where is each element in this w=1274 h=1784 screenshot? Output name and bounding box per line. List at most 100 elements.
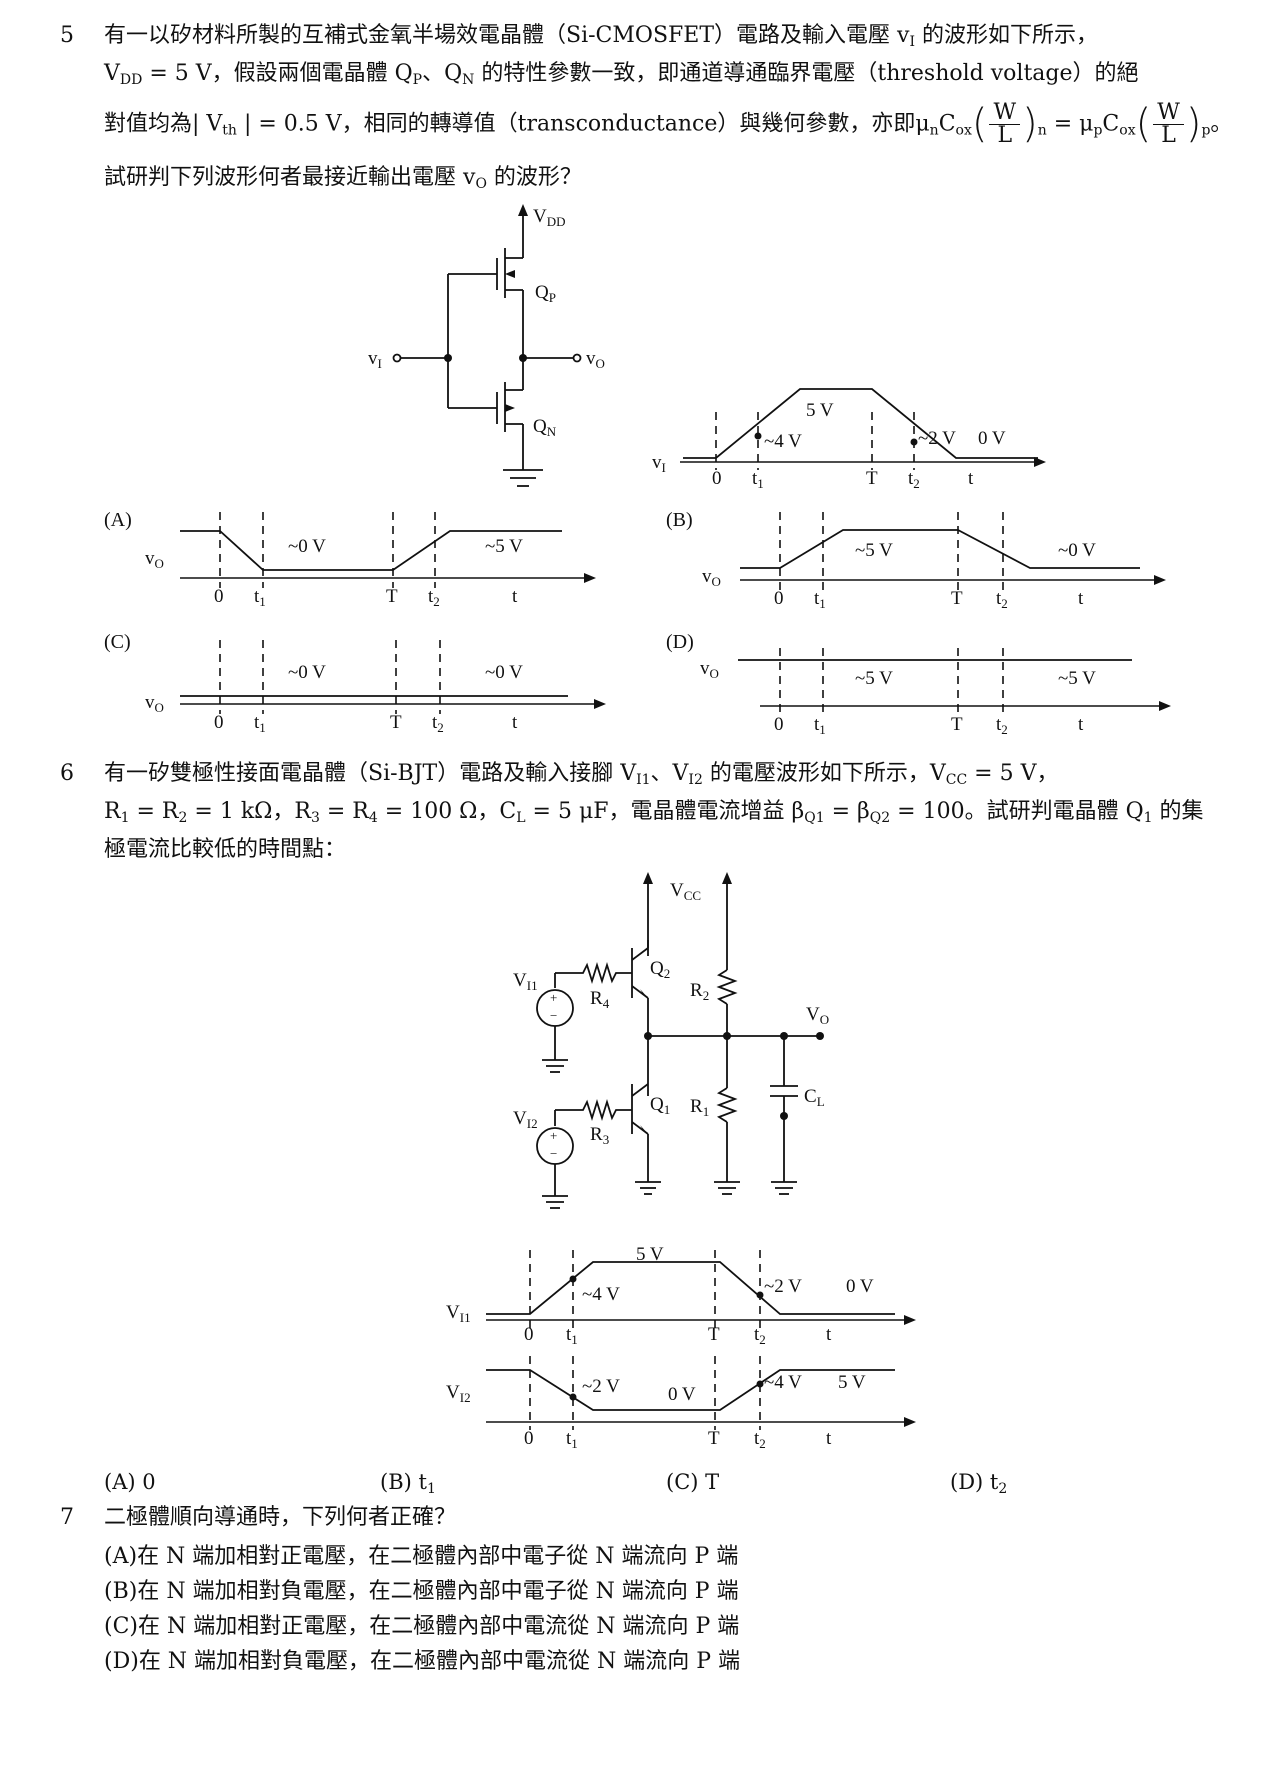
svg-text:0: 0 — [774, 714, 784, 735]
svg-text:T: T — [866, 468, 878, 489]
stem-line-2: VDD = 5 V，假設兩個電晶體 QP、QN 的特性參數一致，即通道導通臨界電… — [104, 61, 1139, 88]
svg-text:0 V: 0 V — [978, 428, 1006, 449]
svg-text:QP: QP — [535, 282, 556, 305]
question-stem: 有一矽雙極性接面電晶體（Si-BJT）電路及輸入接腳 VI1、VI2 的電壓波形… — [104, 761, 1204, 862]
svg-text:t: t — [512, 586, 518, 607]
svg-text:t1: t1 — [814, 588, 826, 611]
svg-text:VI1: VI1 — [513, 970, 538, 993]
question-stem: 有一以矽材料所製的互補式金氧半場效電晶體（Si-CMOSFET）電路及輸入電壓 … — [104, 20, 1240, 200]
svg-text:(C): (C) — [104, 631, 131, 653]
svg-text:R3: R3 — [590, 1124, 609, 1147]
svg-text:Q1: Q1 — [650, 1094, 670, 1117]
svg-text:Q2: Q2 — [650, 958, 670, 981]
q7-option-a[interactable]: (A)在 N 端加相對正電壓，在二極體內部中電子從 N 端流向 P 端 — [104, 1544, 739, 1569]
choice-a[interactable]: (A) 0 — [104, 1470, 156, 1494]
svg-text:t: t — [826, 1428, 832, 1449]
svg-text:5 V: 5 V — [838, 1372, 866, 1393]
question-number: 5 — [60, 23, 74, 48]
svg-text:vO: vO — [586, 348, 605, 371]
choice-b[interactable]: (B) t1 — [380, 1470, 436, 1497]
svg-text:0: 0 — [524, 1428, 534, 1449]
svg-text:VCC: VCC — [670, 880, 701, 903]
svg-text:T: T — [386, 586, 398, 607]
svg-text:t2: t2 — [754, 1324, 766, 1347]
svg-text:R1: R1 — [690, 1096, 709, 1119]
svg-text:~0 V: ~0 V — [288, 662, 326, 683]
choice-c[interactable]: (C) T — [666, 1470, 720, 1494]
svg-text:VDD: VDD — [533, 206, 566, 229]
choice-d[interactable]: (D) t2 — [950, 1470, 1008, 1497]
svg-text:t1: t1 — [566, 1428, 578, 1451]
svg-text:~2 V: ~2 V — [764, 1276, 802, 1297]
svg-text:t2: t2 — [996, 588, 1008, 611]
option-b-waveform[interactable]: (B) vO ~5 V ~0 V 0 t1 T t2 t — [666, 509, 1166, 611]
svg-text:t2: t2 — [432, 712, 444, 735]
svg-text:t2: t2 — [996, 714, 1008, 737]
svg-text:vI: vI — [652, 452, 666, 475]
svg-text:vO: vO — [145, 692, 164, 715]
svg-text:−: − — [550, 1146, 557, 1161]
svg-text:CL: CL — [804, 1086, 825, 1109]
stem-line-1: 有一以矽材料所製的互補式金氧半場效電晶體（Si-CMOSFET）電路及輸入電壓 … — [104, 23, 1098, 50]
svg-text:5 V: 5 V — [806, 400, 834, 421]
svg-text:vO: vO — [702, 566, 721, 589]
svg-text:~2 V: ~2 V — [582, 1376, 620, 1397]
question-7: 7 二極體順向導通時，下列何者正確？ — [60, 1502, 1240, 1533]
svg-text:(A): (A) — [104, 509, 132, 531]
svg-text:~4 V: ~4 V — [764, 1372, 802, 1393]
svg-text:t: t — [826, 1324, 832, 1345]
svg-text:0 V: 0 V — [668, 1384, 696, 1405]
svg-text:~0 V: ~0 V — [1058, 540, 1096, 561]
svg-text:QN: QN — [533, 416, 557, 439]
svg-text:~4 V: ~4 V — [582, 1284, 620, 1305]
svg-text:vO: vO — [700, 658, 719, 681]
svg-text:~5 V: ~5 V — [1058, 668, 1096, 689]
svg-text:0 V: 0 V — [846, 1276, 874, 1297]
svg-text:~2 V: ~2 V — [918, 428, 956, 449]
svg-text:vO: vO — [145, 548, 164, 571]
q7-option-b[interactable]: (B)在 N 端加相對負電壓，在二極體內部中電子從 N 端流向 P 端 — [104, 1579, 739, 1604]
svg-text:VO: VO — [806, 1004, 829, 1027]
question-number: 7 — [60, 1505, 74, 1530]
svg-text:+: + — [550, 990, 557, 1005]
q7-option-d[interactable]: (D)在 N 端加相對負電壓，在二極體內部中電流從 N 端流向 P 端 — [104, 1649, 741, 1674]
svg-text:0: 0 — [524, 1324, 534, 1345]
svg-text:~0 V: ~0 V — [485, 662, 523, 683]
svg-text:vI: vI — [368, 348, 382, 371]
svg-text:~0 V: ~0 V — [288, 536, 326, 557]
svg-text:t1: t1 — [254, 586, 266, 609]
svg-text:(D): (D) — [666, 631, 694, 653]
svg-text:VI1: VI1 — [446, 1302, 471, 1325]
svg-text:t1: t1 — [566, 1324, 578, 1347]
svg-text:t1: t1 — [814, 714, 826, 737]
svg-text:t2: t2 — [754, 1428, 766, 1451]
svg-text:t: t — [512, 712, 518, 733]
question-6: 6 有一矽雙極性接面電晶體（Si-BJT）電路及輸入接腳 VI1、VI2 的電壓… — [60, 758, 1240, 865]
svg-text:T: T — [390, 712, 402, 733]
question-number: 6 — [60, 761, 74, 786]
svg-text:T: T — [951, 588, 963, 609]
svg-text:0: 0 — [712, 468, 722, 489]
svg-text:R2: R2 — [690, 980, 709, 1003]
svg-text:0: 0 — [214, 712, 224, 733]
option-c-waveform[interactable]: (C) vO ~0 V ~0 V 0 t1 T t2 t — [104, 631, 606, 735]
svg-text:t: t — [1078, 714, 1084, 735]
svg-text:T: T — [708, 1428, 720, 1449]
svg-text:T: T — [708, 1324, 720, 1345]
svg-text:T: T — [951, 714, 963, 735]
stem-line-4: 試研判下列波形何者最接近輸出電壓 vO 的波形？ — [104, 165, 582, 192]
svg-text:~5 V: ~5 V — [855, 540, 893, 561]
option-d-waveform[interactable]: (D) vO ~5 V ~5 V 0 t1 T t2 t — [666, 631, 1171, 737]
question-stem: 二極體順向導通時，下列何者正確？ — [104, 1505, 457, 1530]
svg-text:t1: t1 — [752, 468, 764, 491]
svg-text:~4 V: ~4 V — [764, 431, 802, 452]
svg-text:VI2: VI2 — [513, 1108, 538, 1131]
q7-option-c[interactable]: (C)在 N 端加相對正電壓，在二極體內部中電流從 N 端流向 P 端 — [104, 1614, 740, 1639]
option-a-waveform[interactable]: (A) vO ~0 V ~5 V 0 t1 T t2 t — [104, 509, 596, 609]
svg-text:t2: t2 — [428, 586, 440, 609]
svg-text:0: 0 — [774, 588, 784, 609]
svg-text:(B): (B) — [666, 509, 693, 531]
